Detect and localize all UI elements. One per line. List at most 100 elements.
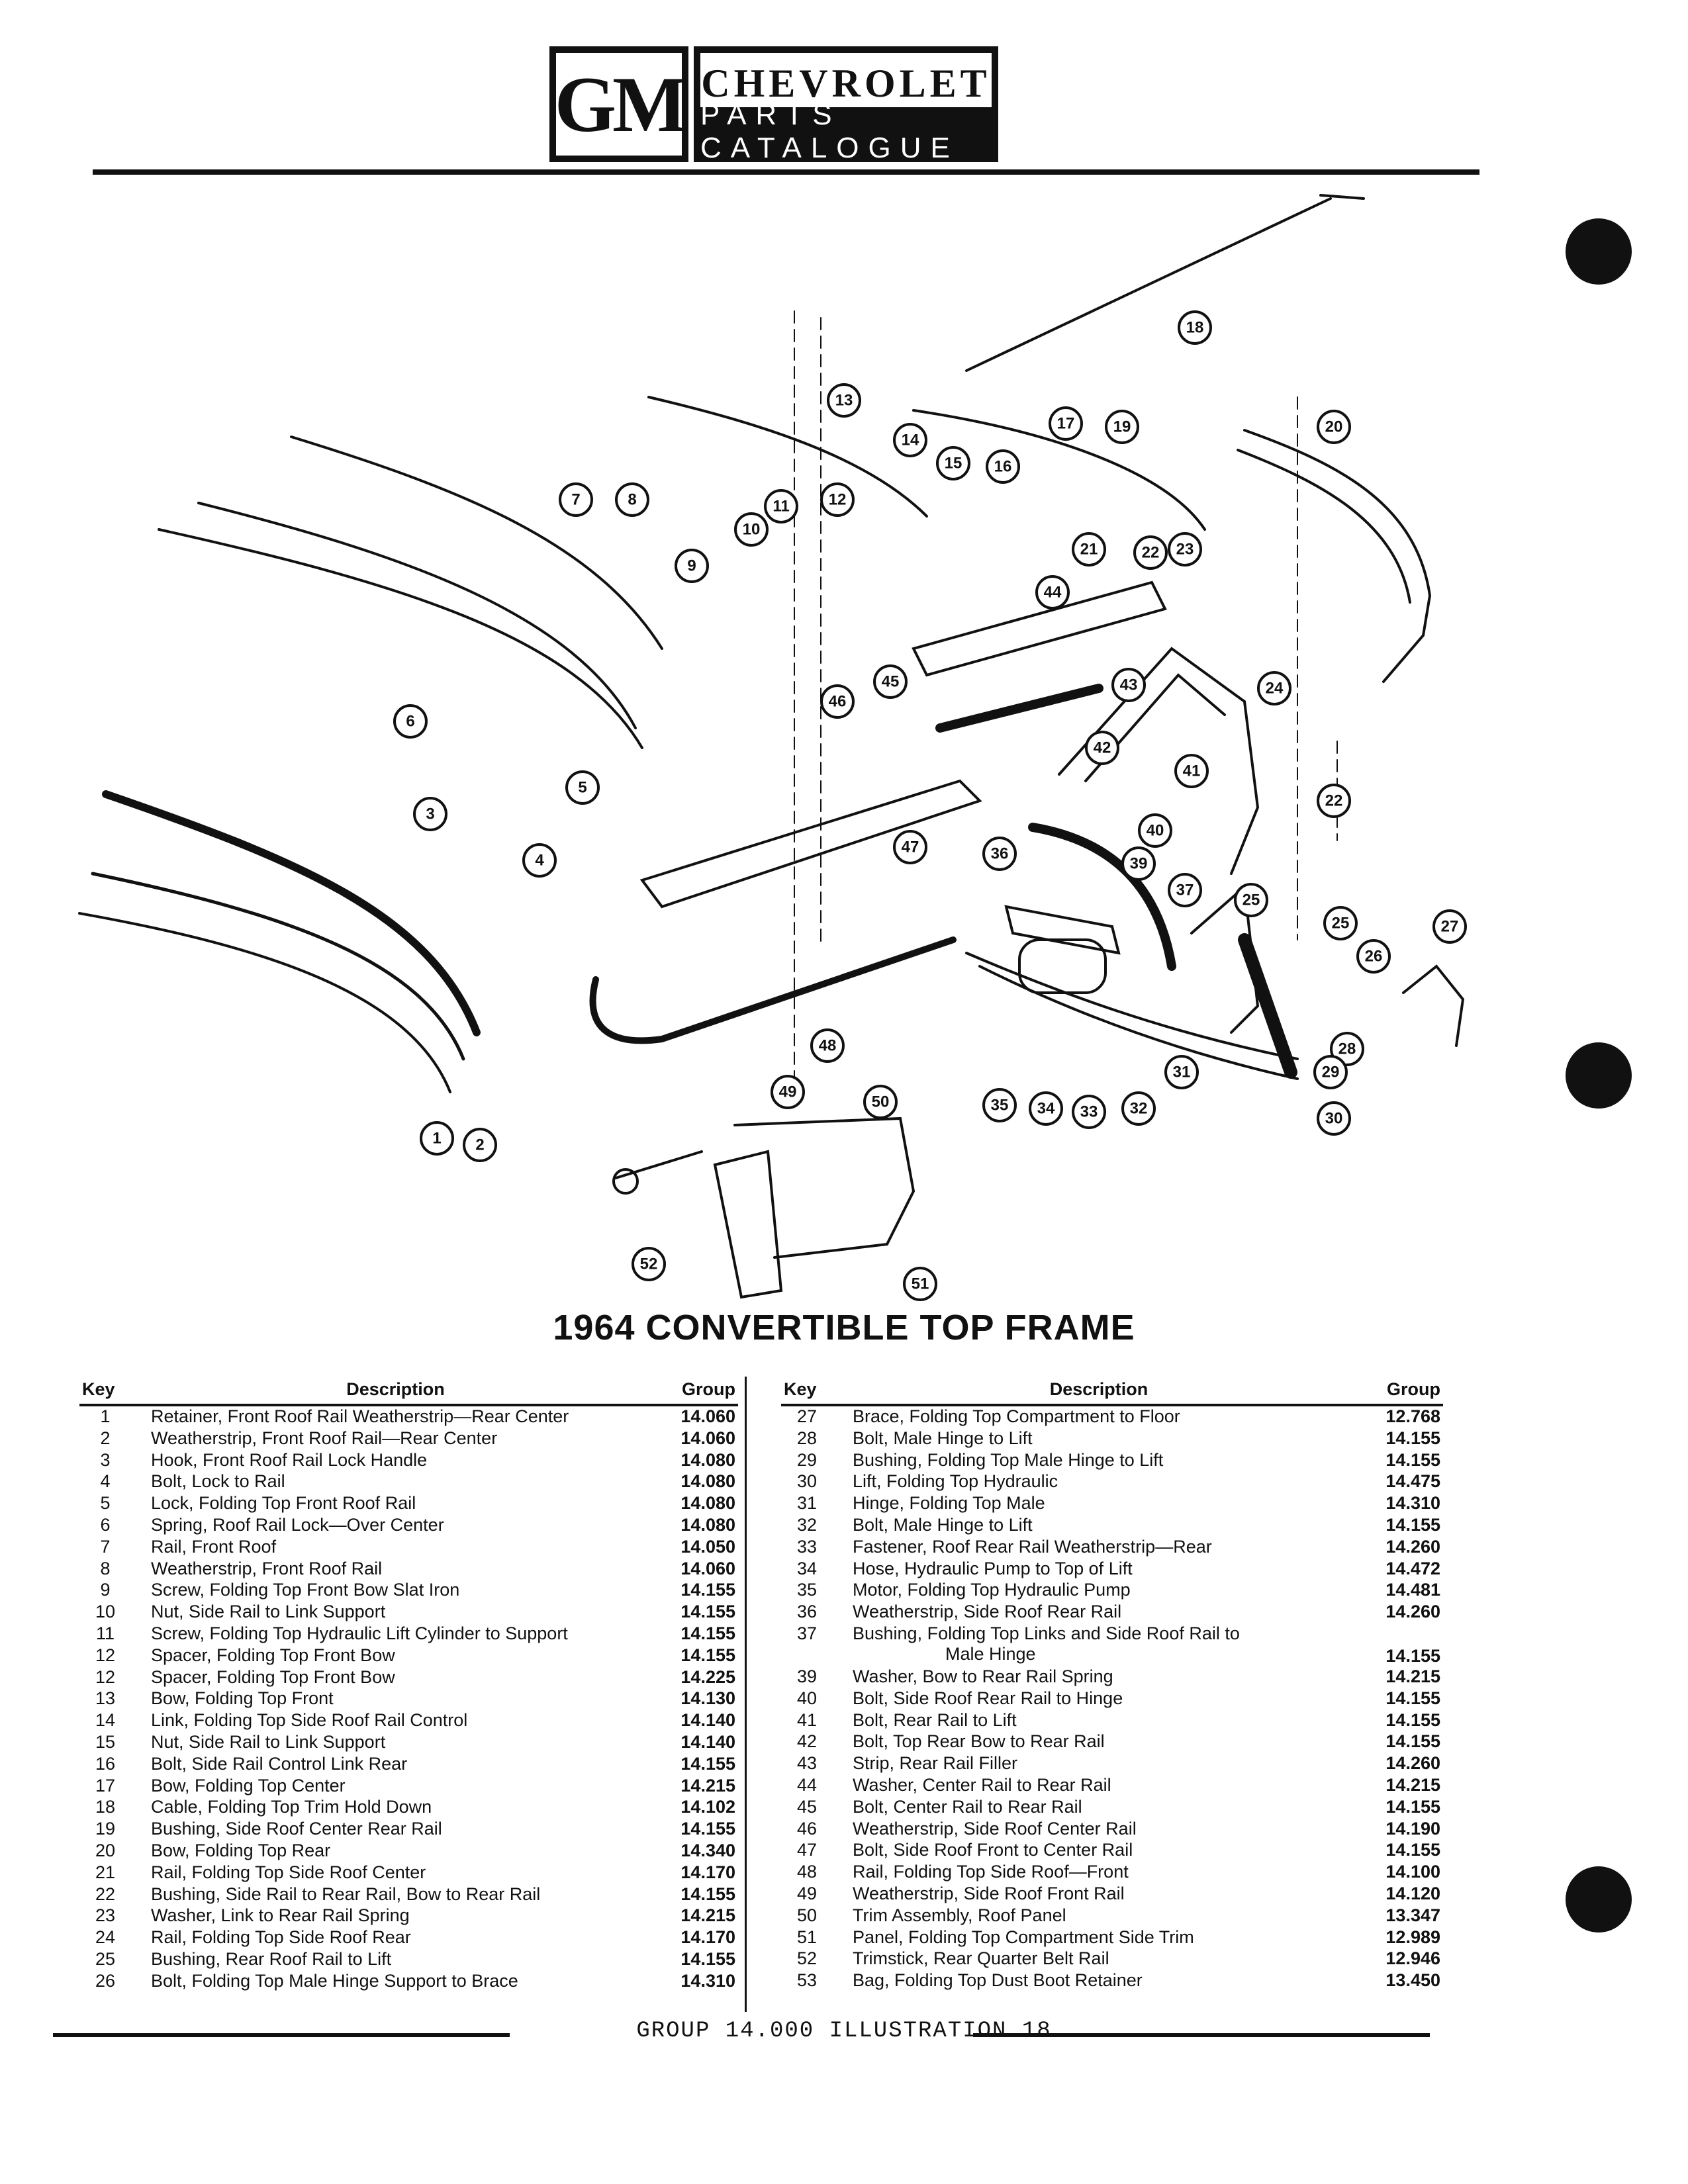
callout-3: 3 — [413, 797, 447, 831]
part-description-continued: Male Hinge — [945, 1643, 1036, 1664]
part-key: 13 — [95, 1688, 116, 1709]
part-group: 14.155 — [1385, 1840, 1440, 1860]
callout-number: 45 — [882, 673, 900, 691]
callout-number: 22 — [1325, 792, 1343, 810]
callout-circle — [393, 704, 428, 739]
diagram-linework — [78, 194, 1465, 1299]
binder-hole-bottom — [1566, 1866, 1632, 1933]
callout-circle — [827, 383, 861, 418]
part-description-text: Washer, Link to Rear Rail Spring — [151, 1905, 410, 1926]
callout-circle — [420, 1121, 454, 1156]
part-description-text: Bushing, Folding Top Male Hinge to Lift — [853, 1449, 1164, 1470]
callout-circle — [463, 1128, 497, 1162]
callout-circle — [820, 482, 855, 517]
part-description: Trim Assembly, Roof Panel — [833, 1905, 1365, 1927]
part-description: Bushing, Side Roof Center Rear Rail — [131, 1819, 660, 1841]
part-description: Weatherstrip, Side Roof Front Rail — [833, 1884, 1365, 1905]
part-description-text: Hook, Front Roof Rail Lock Handle — [151, 1449, 428, 1470]
part-description-text: Bolt, Lock to Rail — [151, 1471, 285, 1492]
part-description-text: Bolt, Center Rail to Rear Rail — [853, 1796, 1082, 1817]
part-description: Panel, Folding Top Compartment Side Trim — [833, 1927, 1365, 1949]
part-group: 14.260 — [1385, 1753, 1440, 1774]
part-key: 5 — [100, 1493, 111, 1514]
callout-circle — [873, 664, 908, 699]
part-group: 14.155 — [680, 1623, 735, 1643]
part-description-text: Screw, Folding Top Front Bow Slat Iron — [151, 1580, 460, 1600]
callout-24: 24 — [1257, 671, 1291, 705]
callout-number: 34 — [1037, 1100, 1055, 1118]
part-description: Bolt, Male Hinge to Lift — [833, 1515, 1365, 1537]
part-key: 14 — [95, 1710, 116, 1731]
part-description-text: Bow, Folding Top Center — [151, 1775, 346, 1796]
callout-8: 8 — [615, 482, 649, 517]
part-description: Weatherstrip, Side Roof Center Rail — [833, 1819, 1365, 1841]
part-description-text: Bow, Folding Top Front — [151, 1688, 334, 1709]
part-description: Bushing, Side Rail to Rear Rail, Bow to … — [131, 1884, 660, 1906]
callout-circle — [986, 449, 1020, 484]
part-description: Rail, Folding Top Side Roof Rear — [131, 1927, 660, 1949]
part-group: 14.155 — [1385, 1688, 1440, 1708]
part-key: 18 — [95, 1797, 116, 1817]
callout-circle — [1133, 535, 1168, 570]
callout-49: 49 — [771, 1075, 805, 1109]
callout-circle — [734, 512, 769, 547]
part-description: Bolt, Side Rail Control Link Rear — [131, 1754, 660, 1776]
part-group: 14.155 — [1385, 1731, 1440, 1752]
part-description-text: Strip, Rear Rail Filler — [853, 1753, 1018, 1774]
callout-number: 37 — [1176, 882, 1194, 899]
part-group: 14.481 — [1385, 1580, 1440, 1600]
illustration-title: 1964 CONVERTIBLE TOP FRAME — [553, 1308, 1135, 1347]
part-description-text: Weatherstrip, Side Roof Front Rail — [853, 1883, 1125, 1903]
part-description: Bushing, Folding Top Male Hinge to Lift — [833, 1450, 1365, 1472]
part-description-text: Rail, Front Roof — [151, 1536, 277, 1557]
callout-number: 44 — [1044, 584, 1062, 602]
part-description-text: Link, Folding Top Side Roof Rail Control — [151, 1710, 468, 1731]
callout-circle — [1432, 909, 1467, 944]
callout-number: 52 — [640, 1255, 658, 1273]
part-description: Hook, Front Roof Rail Lock Handle — [131, 1450, 660, 1472]
table-header-row: Key Description Group — [79, 1377, 738, 1406]
callout-6: 6 — [393, 704, 428, 739]
callout-20: 20 — [1317, 410, 1351, 444]
callout-circle — [936, 446, 970, 480]
part-description-text: Bow, Folding Top Rear — [151, 1840, 331, 1860]
callout-number: 32 — [1130, 1100, 1148, 1118]
part-description-text: Bushing, Rear Roof Rail to Lift — [151, 1948, 392, 1969]
part-group: 14.080 — [680, 1514, 735, 1535]
part-key: 49 — [796, 1883, 818, 1903]
part-group: 14.310 — [680, 1970, 735, 1991]
callout-circle — [1035, 575, 1070, 610]
part-description: Rail, Front Roof — [131, 1537, 660, 1559]
callout-number: 33 — [1080, 1103, 1098, 1121]
part-key: 46 — [796, 1818, 818, 1839]
part-key: 8 — [100, 1558, 111, 1578]
callout-number: 50 — [872, 1093, 890, 1111]
callout-17: 17 — [1049, 406, 1083, 441]
part-description-text: Bolt, Male Hinge to Lift — [853, 1514, 1033, 1535]
callout-11: 11 — [764, 489, 798, 523]
callout-number: 17 — [1057, 415, 1075, 433]
callout-circle — [1085, 731, 1119, 765]
binder-hole-top — [1566, 218, 1632, 285]
part-key: 30 — [796, 1471, 818, 1492]
callout-number: 18 — [1186, 319, 1204, 337]
part-group: 14.215 — [1385, 1666, 1440, 1686]
part-description: Bushing, Rear Roof Rail to Lift — [131, 1949, 660, 1971]
callout-circle — [1029, 1091, 1063, 1126]
part-description: Washer, Center Rail to Rear Rail — [833, 1775, 1365, 1797]
